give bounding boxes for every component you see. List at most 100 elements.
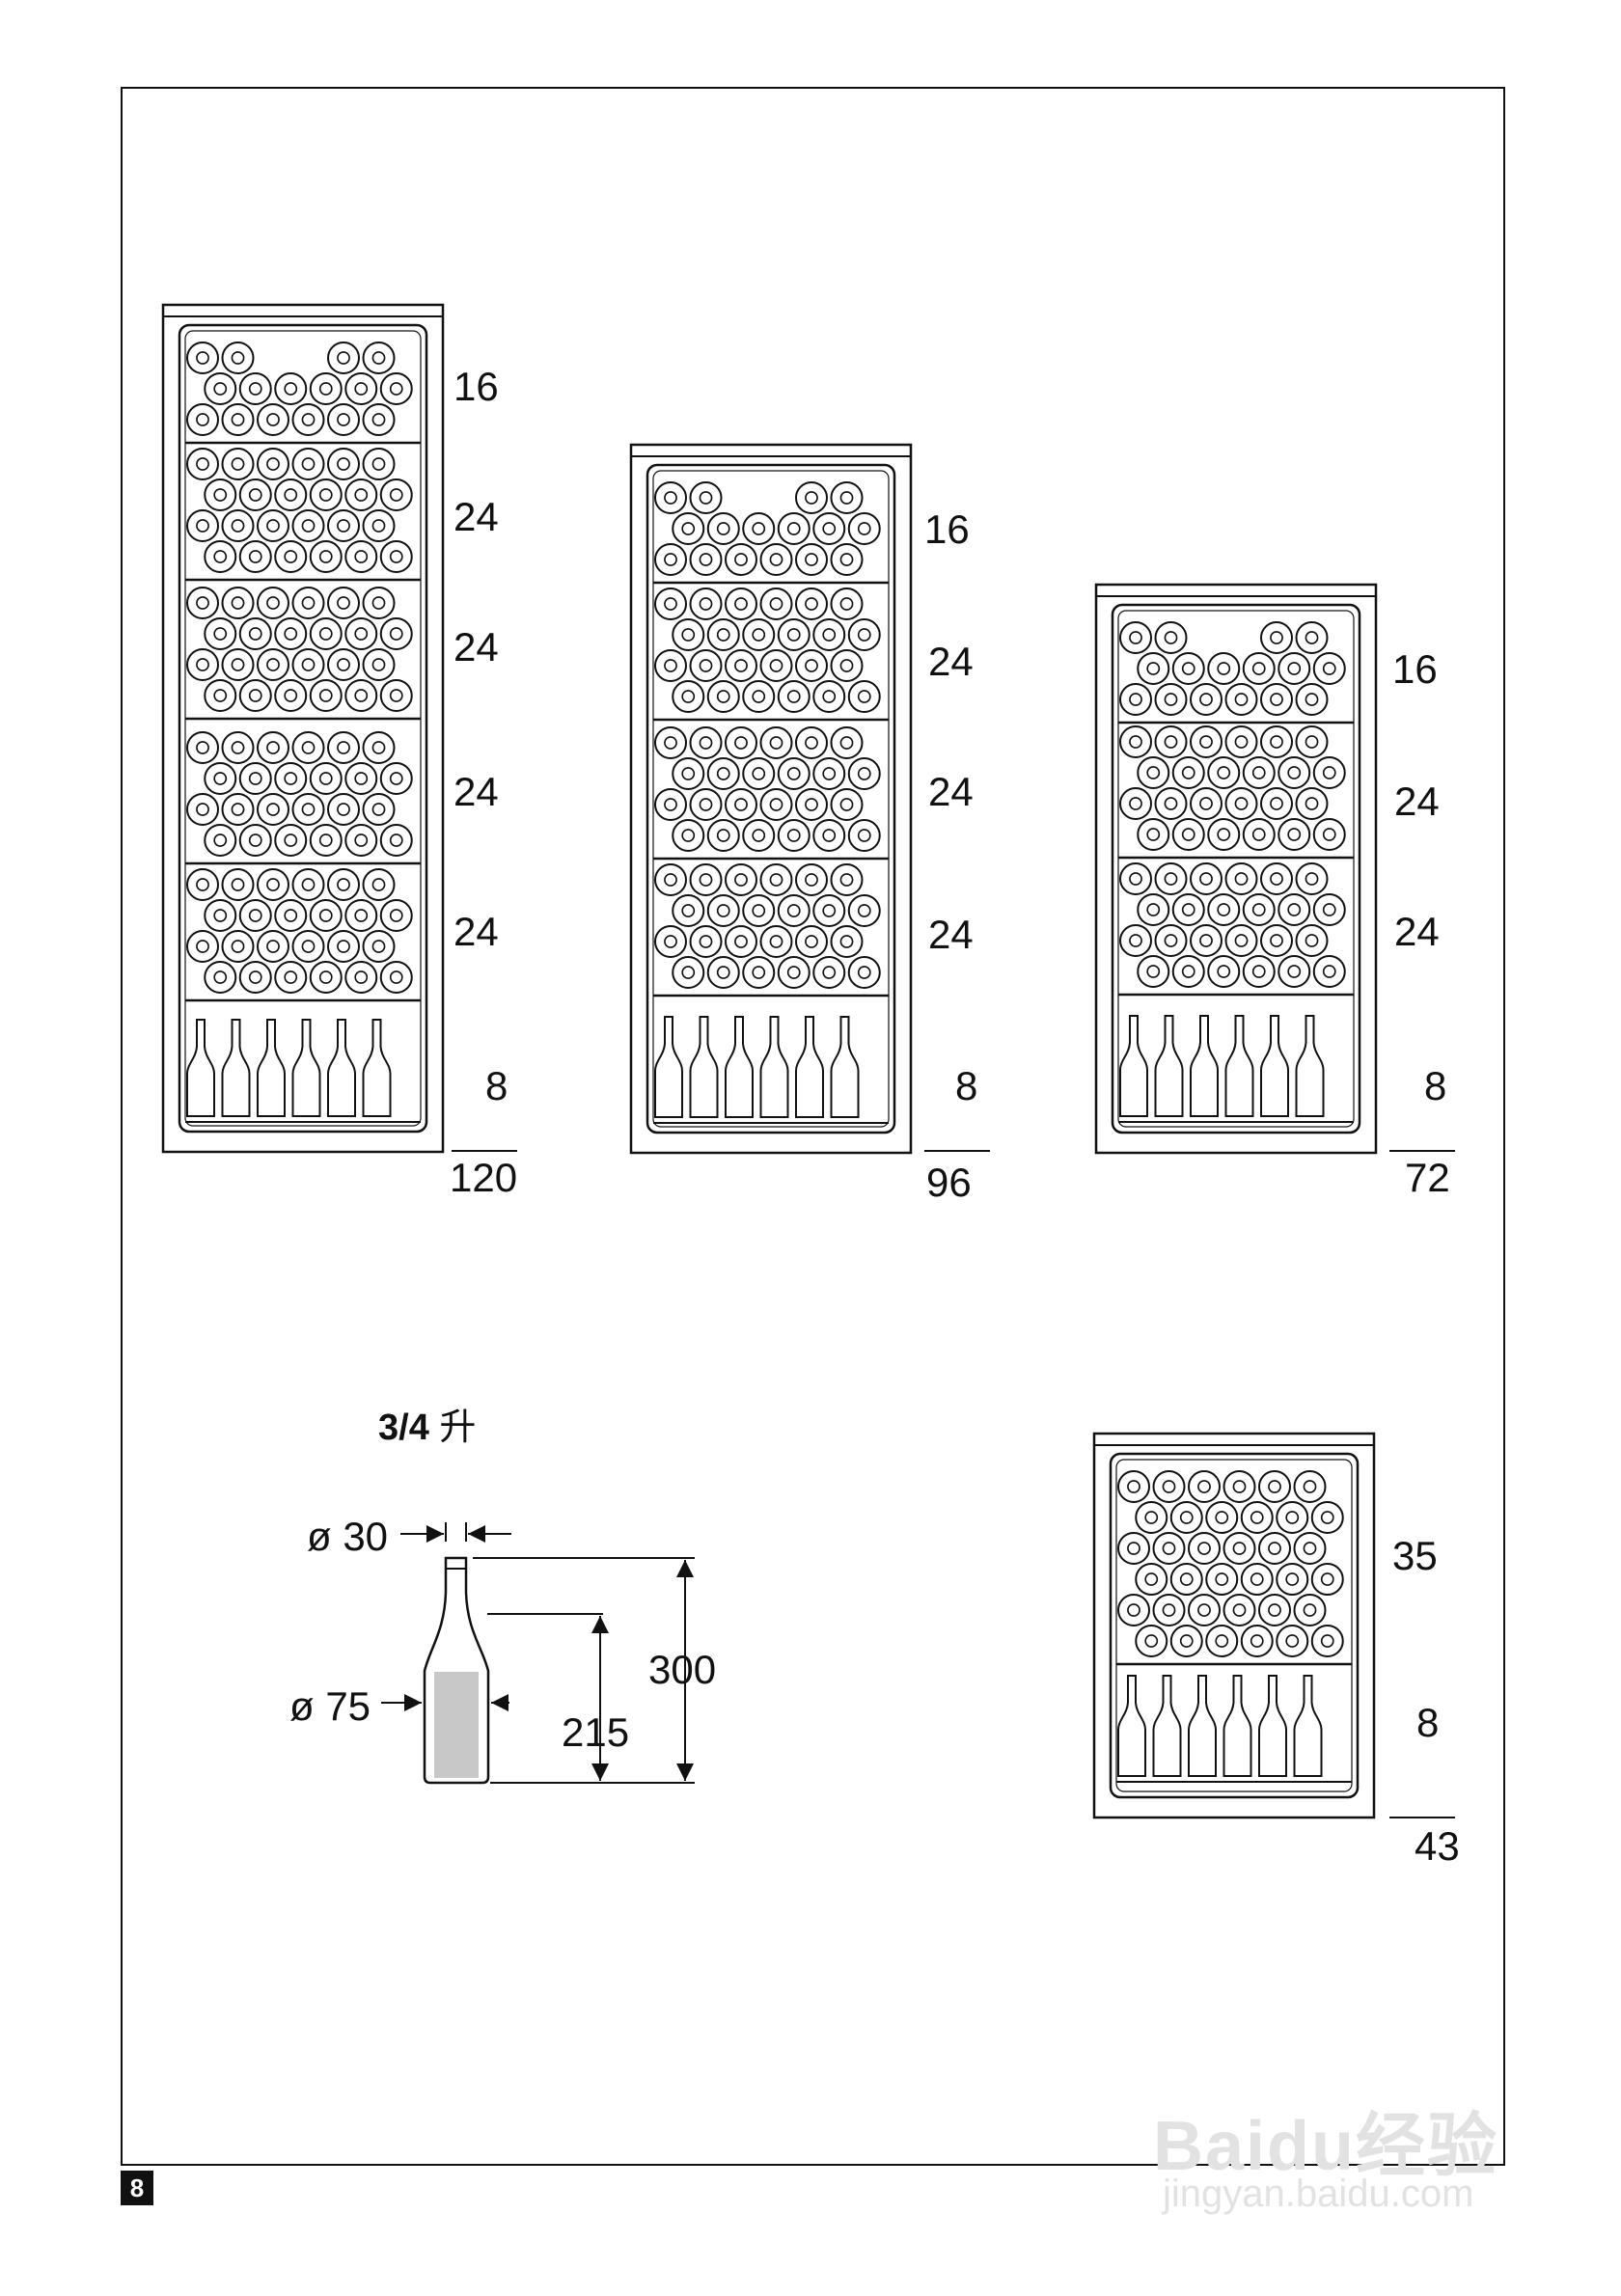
bottle-end-icon: [221, 793, 255, 826]
bottle-end-icon: [830, 863, 864, 896]
bottle-end-icon: [777, 512, 810, 545]
bottle-end-icon: [204, 762, 237, 795]
bottle-end-icon: [1152, 1594, 1186, 1626]
bottle-end-icon: [274, 540, 308, 573]
bottle-end-icon: [725, 788, 757, 821]
bottle-end-icon: [1295, 725, 1329, 758]
bottle-end-icon: [742, 819, 776, 852]
total-rule: [1389, 1150, 1455, 1152]
cabinet-43-total: 43: [1415, 1823, 1460, 1869]
bottle-end-icon: [344, 762, 378, 795]
bottle-end-icon: [759, 925, 793, 958]
bottle-end-icon: [654, 481, 687, 514]
upright-bottle-icon: [1190, 1015, 1219, 1117]
bottle-end-icon: [1135, 1501, 1168, 1534]
bottle-end-icon: [689, 543, 723, 576]
bottle-end-icon: [362, 793, 396, 826]
bottle-end-icon: [327, 448, 360, 480]
bottle-end-icon: [1260, 787, 1293, 820]
bottle-end-icon: [1169, 1563, 1203, 1596]
bottle-end-icon: [257, 403, 289, 436]
shelf-1-count: 16: [924, 506, 970, 552]
page-number: 8: [121, 2171, 153, 2205]
bottle-end-icon: [1295, 924, 1329, 957]
bottle-end-icon: [257, 930, 289, 963]
bottle-end-icon: [1242, 756, 1276, 789]
bottle-end-icon: [689, 649, 723, 682]
bottle-end-icon: [362, 648, 396, 681]
upright-bottle-icon: [291, 1019, 321, 1117]
bottle-end-icon: [759, 588, 793, 620]
bottle-end-icon: [654, 543, 687, 576]
bottle-end-icon: [257, 868, 289, 901]
bottle-end-icon: [362, 403, 396, 436]
bottle-end-icon: [362, 868, 396, 901]
bottle-end-icon: [291, 509, 325, 542]
bottle-end-icon: [362, 448, 396, 480]
bottle-end-icon: [1242, 818, 1276, 851]
bottle-end-icon: [1207, 756, 1241, 789]
bottle-end-icon: [204, 540, 237, 573]
bottle-end-icon: [672, 512, 705, 545]
bottle-end-icon: [327, 587, 360, 619]
bottle-end-icon: [830, 726, 864, 759]
upright-bottle-icon: [186, 1019, 215, 1117]
bottle-end-icon: [186, 403, 219, 436]
bottle-end-icon: [1260, 924, 1293, 957]
bottle-end-icon: [1171, 955, 1205, 988]
bottle-end-icon: [186, 587, 219, 619]
bottle-size-value: 3/4: [378, 1408, 429, 1448]
cabinet-72-drawing: [1094, 583, 1378, 1155]
bottle-end-icon: [186, 930, 219, 963]
bottle-end-icon: [706, 956, 740, 989]
upright-bottle-icon: [1188, 1675, 1217, 1777]
cabinet-body: [161, 303, 445, 1154]
bottle-end-icon: [1242, 652, 1276, 685]
bottle-end-icon: [654, 726, 687, 759]
shelf-4-count: 24: [453, 769, 499, 814]
bottle-end-icon: [654, 863, 687, 896]
bottle-end-icon: [795, 543, 828, 576]
bottle-end-icon: [257, 648, 289, 681]
bottle-end-icon: [812, 956, 846, 989]
shelf-1-count: 16: [453, 364, 499, 409]
bottle-end-icon: [257, 587, 289, 619]
bottle-end-icon: [1224, 924, 1258, 957]
bottle-end-icon: [1312, 893, 1346, 926]
body-diameter-label: ø 75: [289, 1683, 371, 1729]
bottle-end-icon: [759, 863, 793, 896]
bottle-end-icon: [1154, 725, 1188, 758]
bottle-end-icon: [1258, 1470, 1291, 1503]
bottle-end-icon: [274, 824, 308, 857]
bottle-end-icon: [1310, 1501, 1344, 1534]
upright-bottle-icon: [1295, 1015, 1325, 1117]
cabinet-interior: [1109, 1452, 1360, 1799]
bottle-end-icon: [689, 863, 723, 896]
bottle-end-icon: [1119, 621, 1152, 654]
cabinet-96-total: 96: [926, 1160, 972, 1205]
bottle-end-icon: [1293, 1532, 1327, 1565]
bottle-end-icon: [327, 930, 360, 963]
bottle-end-icon: [654, 649, 687, 682]
bottle-end-icon: [291, 403, 325, 436]
bottle-end-icon: [1224, 683, 1258, 716]
bottle-end-icon: [777, 757, 810, 790]
bottle-end-icon: [309, 899, 343, 932]
bottle-end-icon: [238, 540, 272, 573]
bottle-end-icon: [1224, 862, 1258, 895]
bottle-end-icon: [327, 648, 360, 681]
wine-fill: [434, 1672, 479, 1778]
bottle-end-icon: [1154, 621, 1188, 654]
bottle-end-icon: [1223, 1532, 1256, 1565]
bottle-end-icon: [742, 680, 776, 713]
bottle-end-icon: [847, 757, 881, 790]
bottle-end-icon: [291, 930, 325, 963]
bottle-end-icon: [812, 894, 846, 927]
bottle-end-icon: [344, 679, 378, 712]
bottle-end-icon: [1260, 621, 1293, 654]
bottle-end-icon: [812, 680, 846, 713]
bottle-end-icon: [725, 726, 757, 759]
bottle-end-icon: [1312, 955, 1346, 988]
bottle-end-icon: [221, 930, 255, 963]
cabinet-interior: [178, 323, 428, 1134]
